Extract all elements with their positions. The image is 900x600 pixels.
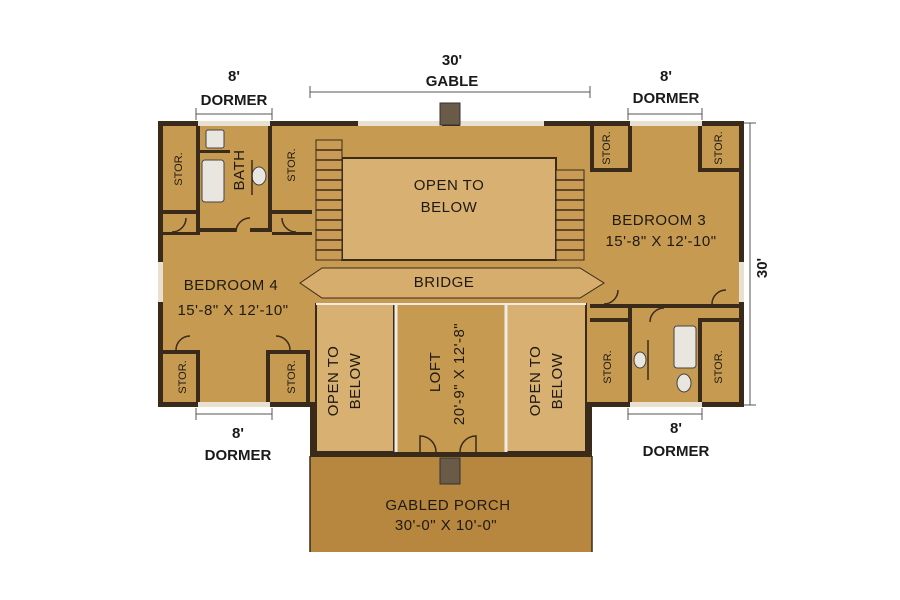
top-right-dormer-size: 8': [660, 68, 672, 85]
loft-area: [396, 304, 504, 452]
bath-tub-left: [201, 159, 225, 203]
stairs-right: [555, 169, 585, 261]
open-left-line1: OPEN TO: [325, 346, 342, 416]
top-chimney: [439, 102, 461, 126]
porch-chimney: [439, 457, 461, 485]
porch-size: 30'-0" X 10'-0": [395, 517, 497, 534]
stor-label-2: STOR.: [286, 148, 298, 181]
open-to-below-right-area: [505, 303, 587, 453]
top-left-dormer-label: DORMER: [201, 92, 268, 109]
open-right-line1: OPEN TO: [527, 346, 544, 416]
bottom-left-dormer-size: 8': [232, 425, 244, 442]
left-wing: [160, 123, 312, 405]
bedroom4-name: BEDROOM 4: [184, 277, 279, 294]
bath-label: BATH: [231, 150, 248, 191]
open-right-line2: BELOW: [549, 352, 566, 409]
bath-toilet-left: [251, 166, 267, 186]
stor-label-3: STOR.: [601, 131, 613, 164]
open-top-line2: BELOW: [421, 199, 478, 216]
bedroom3-size: 15'-8" X 12'-10": [605, 233, 716, 250]
open-to-below-left-area: [315, 303, 395, 453]
stor-label-1: STOR.: [173, 152, 185, 185]
loft-size: 20'-9" X 12'-8": [451, 323, 468, 425]
right-wing-walls: [590, 126, 740, 402]
dimension-lines: [195, 86, 756, 420]
bath-tub-right: [673, 325, 697, 369]
bath-toilet-right: [676, 373, 692, 393]
bedroom4-size: 15'-8" X 12'-10": [177, 302, 288, 319]
top-left-dormer-size: 8': [228, 68, 240, 85]
bedroom3-name: BEDROOM 3: [612, 212, 707, 229]
open-left-line2: BELOW: [347, 352, 364, 409]
stor-label-4: STOR.: [713, 131, 725, 164]
stor-label-6: STOR.: [286, 360, 298, 393]
gable-label: GABLE: [426, 73, 479, 90]
stairs-left: [315, 139, 343, 261]
bottom-left-dormer-label: DORMER: [205, 447, 272, 464]
left-wing-walls: [160, 126, 312, 402]
bottom-right-dormer-size: 8': [670, 420, 682, 437]
open-top-line1: OPEN TO: [414, 177, 484, 194]
gable-size: 30': [442, 52, 462, 69]
bridge-label: BRIDGE: [414, 274, 475, 291]
stor-label-8: STOR.: [713, 350, 725, 383]
side-dimension: 30': [754, 258, 771, 278]
stor-label-7: STOR.: [602, 350, 614, 383]
bottom-right-dormer-label: DORMER: [643, 443, 710, 460]
loft-name: LOFT: [427, 352, 444, 392]
bath-sink-left: [205, 129, 225, 149]
top-right-dormer-label: DORMER: [633, 90, 700, 107]
stor-label-5: STOR.: [177, 360, 189, 393]
bath-sink-right: [633, 351, 647, 369]
bridge-area: [299, 267, 605, 299]
porch-name: GABLED PORCH: [385, 497, 510, 514]
